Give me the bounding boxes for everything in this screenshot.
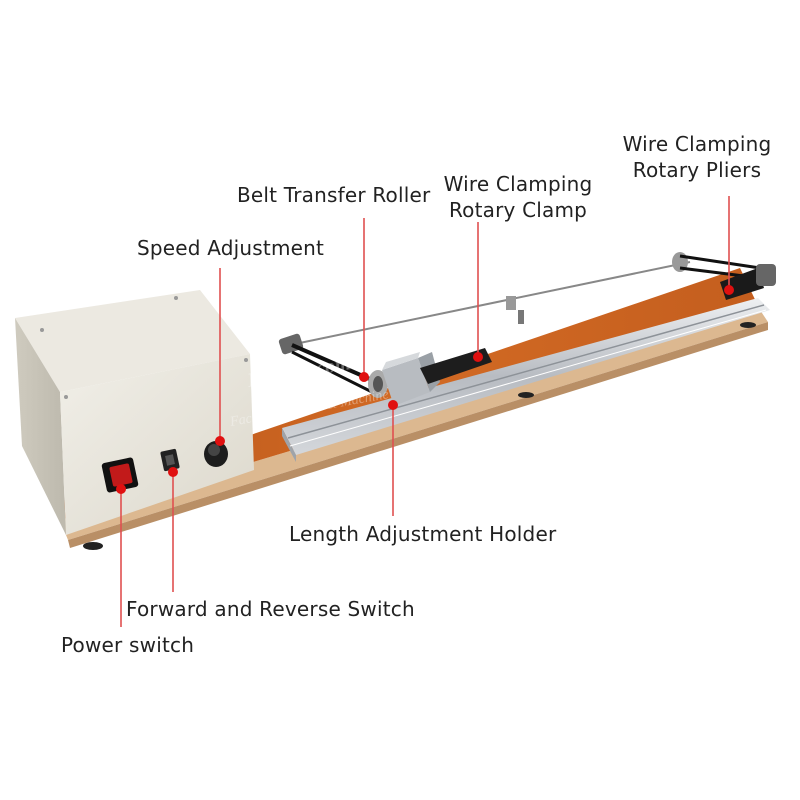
leader-lines bbox=[120, 196, 730, 627]
marker-dot-speed bbox=[215, 436, 225, 446]
label-pliers-line-2: Rotary Pliers bbox=[632, 158, 762, 182]
marker-dot-power bbox=[116, 484, 126, 494]
aluminium-rail bbox=[282, 298, 770, 462]
belt-transfer-roller-part bbox=[278, 333, 388, 398]
marker-dot-forward-reverse bbox=[168, 467, 178, 477]
label-power-switch: Power switch bbox=[61, 633, 195, 657]
marker-dots bbox=[116, 285, 734, 494]
label-wire-clamping-rotary-clamp: Wire Clamping Rotary Clamp bbox=[432, 171, 604, 223]
speed-knob-part bbox=[204, 441, 228, 467]
marker-dot-rotary-clamp bbox=[473, 352, 483, 362]
label-length-adjustment-holder: Length Adjustment Holder bbox=[289, 522, 557, 546]
middle-post bbox=[506, 296, 524, 324]
label-clamp-line-1: Wire Clamping bbox=[443, 172, 593, 196]
forward-reverse-switch-part bbox=[160, 448, 180, 472]
marker-dot-belt-roller bbox=[359, 372, 369, 382]
power-switch-part bbox=[101, 457, 139, 493]
label-belt-transfer-roller: Belt Transfer Roller bbox=[237, 183, 431, 207]
label-speed-adjustment: Speed Adjustment bbox=[137, 236, 325, 260]
marker-dot-pliers bbox=[724, 285, 734, 295]
label-pliers-line-1: Wire Clamping bbox=[622, 132, 772, 156]
watermark-line-1: LYBGA.com bbox=[245, 352, 352, 392]
label-forward-and-reverse-switch: Forward and Reverse Switch bbox=[126, 597, 415, 621]
label-wire-clamping-rotary-pliers: Wire Clamping Rotary Pliers bbox=[612, 131, 782, 183]
back-rod bbox=[289, 261, 691, 346]
marker-dot-length bbox=[388, 400, 398, 410]
label-clamp-line-2: Rotary Clamp bbox=[448, 198, 588, 222]
